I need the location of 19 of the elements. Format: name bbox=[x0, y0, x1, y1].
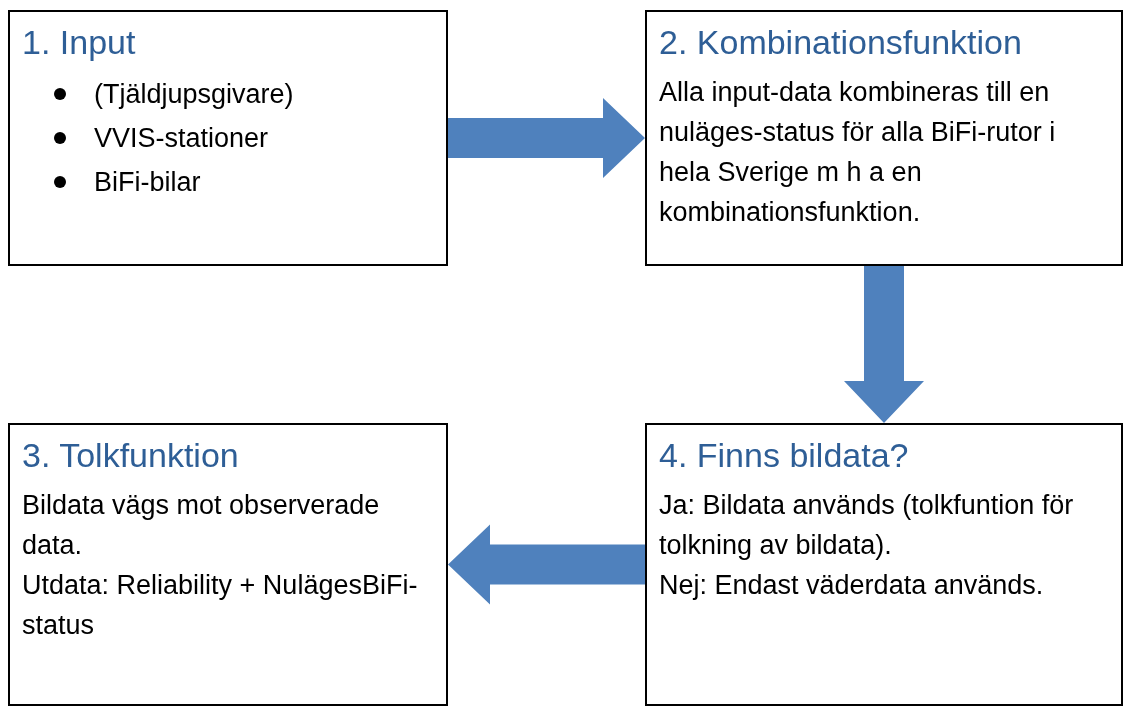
box-title: 4. Finns bildata? bbox=[659, 435, 910, 476]
process-box bbox=[645, 423, 1123, 706]
body-text: Alla input-data kombineras till en nuläges-status för alla BiFi-rutor i hela Sverige m h a en kombinationsfunktion. bbox=[659, 76, 1057, 229]
body-text: Utdata: Reliability + NulägesBiFi-status bbox=[22, 569, 419, 642]
list-item: BiFi-bilar bbox=[94, 166, 201, 199]
body-text: Nej: Endast väderdata används. bbox=[659, 569, 1045, 602]
process-box bbox=[8, 423, 448, 706]
block-arrow bbox=[844, 266, 924, 423]
process-box bbox=[645, 10, 1123, 266]
box-title: 3. Tolkfunktion bbox=[22, 435, 240, 476]
list-item: VVIS-stationer bbox=[94, 122, 269, 155]
block-arrow bbox=[448, 98, 645, 178]
box-title: 2. Kombinationsfunktion bbox=[659, 22, 1023, 63]
list-item: (Tjäldjupsgivare) bbox=[94, 78, 294, 111]
block-arrow bbox=[448, 524, 645, 605]
box-title: 1. Input bbox=[22, 22, 137, 63]
process-box bbox=[8, 10, 448, 266]
body-text: Bildata vägs mot observerade data. bbox=[22, 489, 381, 562]
body-text: Ja: Bildata används (tolkfuntion för tolkning av bildata). bbox=[659, 489, 1075, 562]
